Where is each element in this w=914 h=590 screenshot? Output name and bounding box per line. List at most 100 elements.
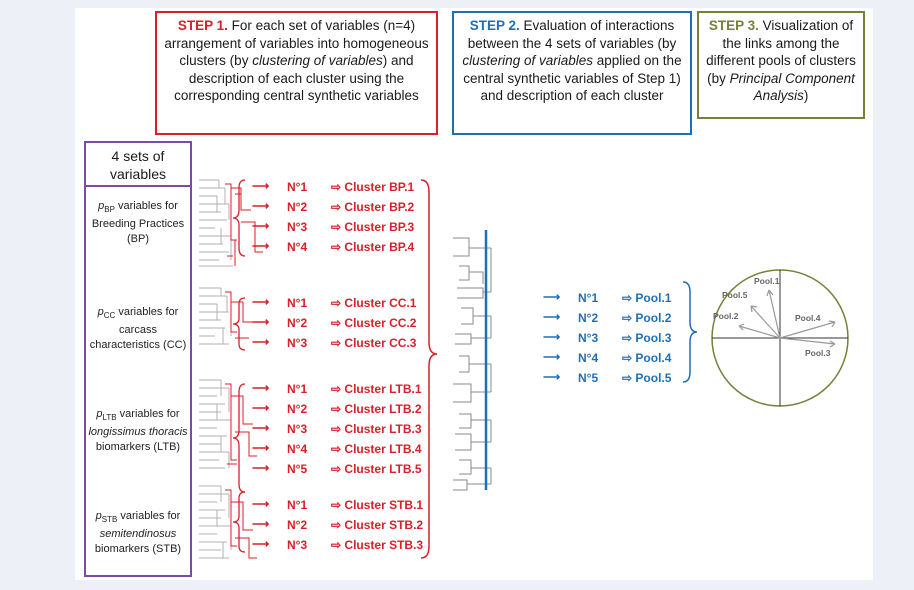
red-arrow-icon: ⟶ <box>252 295 270 309</box>
pca-label-pool1: Pool.1 <box>754 276 780 286</box>
hollow-arrow-icon: ⇨ <box>331 200 342 214</box>
set-subscript: CC <box>103 311 116 321</box>
cluster-label: ⇨ Cluster CC.1 <box>331 296 416 310</box>
cluster-number: N°2 <box>287 402 308 416</box>
cluster-label-text: Cluster LTB.3 <box>344 422 422 436</box>
pool-number: N°5 <box>578 371 599 385</box>
cluster-number: N°2 <box>287 316 308 330</box>
set-rest-italic: semitendinosus <box>99 528 177 541</box>
hollow-arrow-icon: ⇨ <box>331 462 342 476</box>
step3-box: STEP 3. Visualization of the links among… <box>697 11 865 119</box>
cluster-label-text: Cluster STB.1 <box>344 498 424 512</box>
red-dendrogram-ltb <box>225 383 257 465</box>
red-arrow-icon: ⟶ <box>252 421 270 435</box>
cluster-label-text: Cluster LTB.1 <box>344 382 422 396</box>
cluster-label-text: Cluster STB.2 <box>344 518 424 532</box>
cluster-label: ⇨ Cluster LTB.5 <box>331 462 422 476</box>
mini-dendrogram-ltb <box>199 379 232 469</box>
cluster-label-text: Cluster BP.3 <box>344 220 415 234</box>
hollow-arrow-icon: ⇨ <box>331 538 342 552</box>
hollow-arrow-icon: ⇨ <box>622 371 633 385</box>
diagram-canvas: STEP 1. For each set of variables (n=4) … <box>75 8 873 580</box>
set-label-stb: pSTB variables for semitendinosus biomar… <box>88 509 188 557</box>
red-arrow-icon: ⟶ <box>252 335 270 349</box>
step1-text: For each set of variables (n=4) arrangem… <box>164 18 429 68</box>
pool-label-text: Pool.4 <box>635 351 672 365</box>
hollow-arrow-icon: ⇨ <box>331 336 342 350</box>
pca-label-pool3: Pool.3 <box>805 348 831 358</box>
red-arrow-icon: ⟶ <box>252 239 270 253</box>
pool-label-text: Pool.5 <box>635 371 672 385</box>
step2-title: STEP 2. <box>469 18 520 33</box>
hollow-arrow-icon: ⇨ <box>331 518 342 532</box>
cluster-number: N°3 <box>287 220 308 234</box>
cluster-label-text: Cluster CC.3 <box>344 336 417 350</box>
step3-text: Visualization of the links among the dif… <box>706 18 856 86</box>
hollow-arrow-icon: ⇨ <box>331 220 342 234</box>
red-arrow-icon: ⟶ <box>252 537 270 551</box>
set-line1: variables for <box>114 200 178 212</box>
cluster-label-text: Cluster LTB.2 <box>344 402 422 416</box>
cluster-label: ⇨ Cluster LTB.2 <box>331 402 422 416</box>
set-p-symbol: p <box>98 200 105 212</box>
hollow-arrow-icon: ⇨ <box>331 316 342 330</box>
set-line1: variables for <box>115 306 179 318</box>
pool-number: N°2 <box>578 311 599 325</box>
cluster-label: ⇨ Cluster CC.2 <box>331 316 416 330</box>
hollow-arrow-icon: ⇨ <box>331 402 342 416</box>
hollow-arrow-icon: ⇨ <box>331 296 342 310</box>
cluster-label: ⇨ Cluster CC.3 <box>331 336 416 350</box>
red-arrow-icon: ⟶ <box>252 199 270 213</box>
red-dendrogram-bp <box>225 183 263 266</box>
cluster-label: ⇨ Cluster LTB.3 <box>331 422 422 436</box>
red-dendrogram-stb <box>225 489 257 559</box>
cluster-number: N°2 <box>287 200 308 214</box>
step1-text-italic: clustering of variables <box>252 53 383 68</box>
step1-title: STEP 1. <box>177 18 228 33</box>
red-dendrogram-cc <box>225 291 255 339</box>
hollow-arrow-icon: ⇨ <box>331 498 342 512</box>
set-line1: variables for <box>117 510 181 522</box>
red-arrow-icon: ⟶ <box>252 179 270 193</box>
set-subscript: BP <box>104 205 115 215</box>
set-label-ltb: pLTB variables for longissimus thoracis … <box>88 407 188 455</box>
cluster-number: N°2 <box>287 518 308 532</box>
step3-text-italic: Principal Component Analysis <box>729 70 855 104</box>
set-rest: Breeding Practices (BP) <box>91 218 185 246</box>
step2-text: Evaluation of interactions between the 4… <box>467 18 677 51</box>
step2-text-italic: clustering of variables <box>462 53 593 68</box>
set-label-bp: pBP variables for Breeding Practices (BP… <box>88 199 188 247</box>
set-rest-italic: longissimus thoracis <box>88 426 188 439</box>
cluster-label-text: Cluster CC.2 <box>344 316 417 330</box>
hollow-arrow-icon: ⇨ <box>331 422 342 436</box>
pool-label-text: Pool.2 <box>635 311 672 325</box>
red-arrow-icon: ⟶ <box>252 401 270 415</box>
cluster-label: ⇨ Cluster STB.2 <box>331 518 423 532</box>
step3-text-end: ) <box>803 88 809 103</box>
cluster-number: N°4 <box>287 442 308 456</box>
cluster-number: N°1 <box>287 382 308 396</box>
pca-label-pool5: Pool.5 <box>722 290 748 300</box>
pool-label: ⇨ Pool.4 <box>622 351 671 365</box>
red-arrow-icon: ⟶ <box>252 315 270 329</box>
pool-label-text: Pool.1 <box>635 291 672 305</box>
cluster-label: ⇨ Cluster BP.2 <box>331 200 414 214</box>
pool-label: ⇨ Pool.3 <box>622 331 671 345</box>
cluster-label-text: Cluster LTB.4 <box>344 442 422 456</box>
set-rest: carcass characteristics (CC) <box>89 324 187 352</box>
cluster-number: N°1 <box>287 296 308 310</box>
set-rest: biomarkers (LTB) <box>95 441 181 454</box>
set-label-cc: pCC variables for carcass characteristic… <box>88 305 188 353</box>
blue-arrow-icon: ⟶ <box>543 290 561 304</box>
left-braces <box>232 179 246 553</box>
cluster-label-text: Cluster BP.2 <box>344 200 415 214</box>
set-line1: variables for <box>116 408 180 420</box>
pca-label-pool4: Pool.4 <box>795 313 821 323</box>
cluster-label-text: Cluster STB.3 <box>344 538 424 552</box>
cluster-label: ⇨ Cluster LTB.1 <box>331 382 422 396</box>
red-arrow-icon: ⟶ <box>252 441 270 455</box>
set-subscript: STB <box>101 515 118 525</box>
set-subscript: LTB <box>102 413 117 423</box>
step1-box: STEP 1. For each set of variables (n=4) … <box>155 11 438 135</box>
blue-arrow-icon: ⟶ <box>543 350 561 364</box>
